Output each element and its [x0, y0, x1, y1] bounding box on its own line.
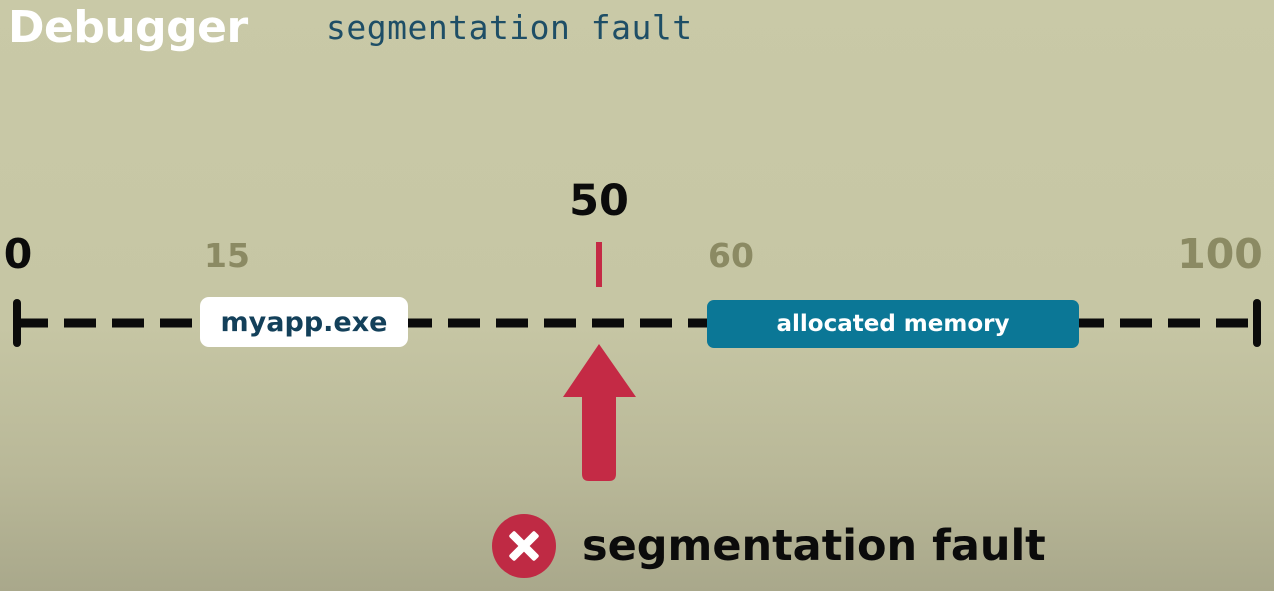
fault-arrow-icon: [563, 344, 636, 481]
page-subtitle: segmentation fault: [326, 8, 693, 47]
error-x-circle-icon: [492, 514, 556, 578]
tick-label-100: 100: [1177, 230, 1263, 278]
error-message: segmentation fault: [492, 513, 1046, 579]
myapp-exe-block: myapp.exe: [200, 297, 408, 347]
tick-label-0: 0: [3, 230, 33, 278]
tick-label-15: 15: [204, 236, 250, 275]
pointer-address-label: 50: [569, 176, 629, 226]
error-text: segmentation fault: [582, 521, 1046, 571]
myapp-exe-label: myapp.exe: [220, 306, 388, 338]
page-title: Debugger: [8, 2, 248, 53]
allocated-memory-block: allocated memory: [707, 300, 1079, 348]
allocated-memory-label: allocated memory: [776, 311, 1010, 337]
tick-label-60: 60: [708, 236, 754, 275]
